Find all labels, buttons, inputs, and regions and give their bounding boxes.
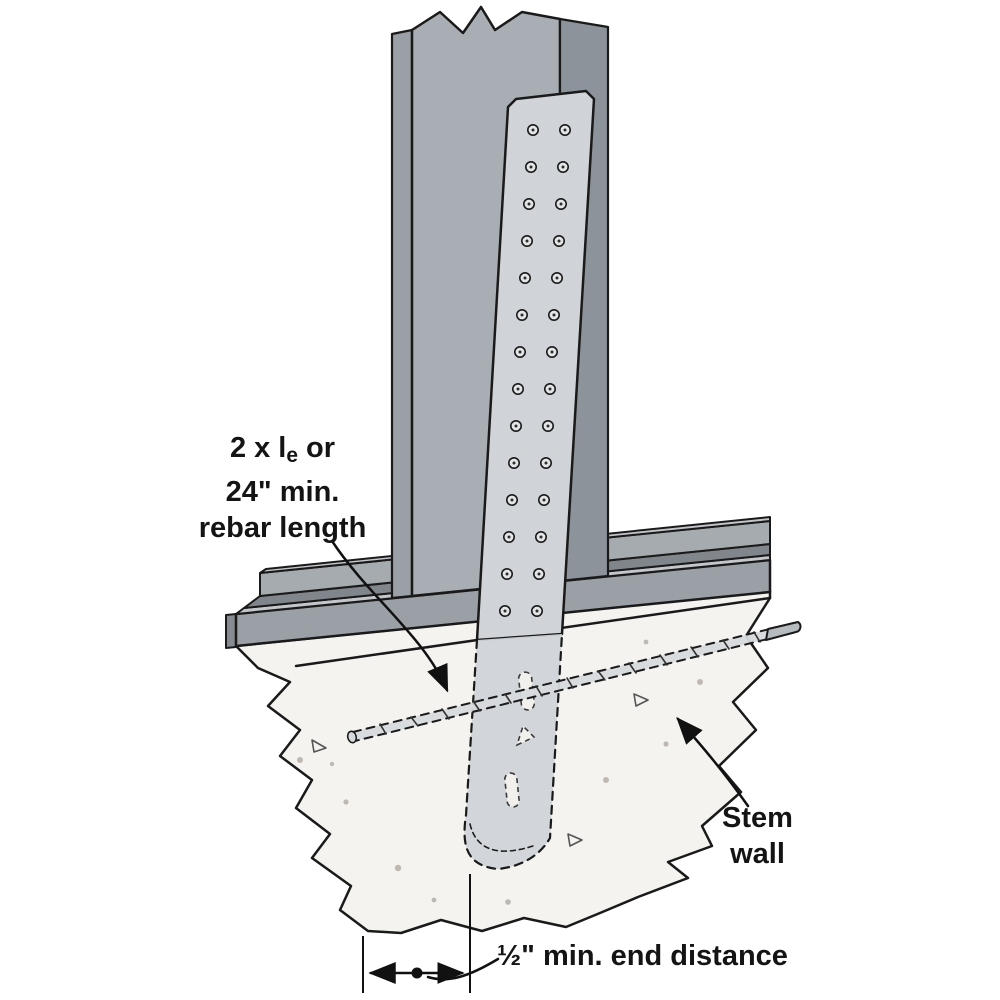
- strap-triangle-hole: [515, 724, 536, 747]
- holdown-strap: [475, 89, 596, 642]
- end-distance-label: ½" min. end distance: [497, 940, 788, 972]
- concrete-speckles: [297, 639, 703, 905]
- rebar-leader-arrow: [330, 539, 449, 693]
- embedded-strap-hidden-outline: [463, 632, 564, 871]
- annotations: [330, 539, 750, 993]
- embedded-strap: [463, 632, 564, 871]
- stem-wall-label-line2: wall: [730, 838, 785, 870]
- rebar-length-label-line3: rebar length: [198, 512, 367, 545]
- strap-fasteners: [498, 124, 571, 617]
- rebar-protruding-tip: [765, 621, 802, 641]
- stem-wall-leader-arrow: [676, 716, 750, 808]
- rebar-length-label-line2: 24" min.: [225, 476, 340, 509]
- stem-wall-label: Stem wall: [695, 800, 820, 872]
- strap-slot-hole-lower: [504, 772, 520, 808]
- rebar-left-end-cap: [346, 730, 358, 744]
- rebar-bottom-edge: [350, 631, 797, 743]
- rebar-length-label-line1: 2 x le or: [229, 432, 336, 468]
- rebar-rib-ticks: [379, 631, 761, 735]
- embedded-strap-fill: [464, 634, 562, 869]
- dimension: [362, 874, 471, 993]
- dimension-midpoint-dot: [411, 967, 423, 979]
- track-end-cap: [225, 613, 237, 649]
- end-distance-leader: [426, 957, 500, 981]
- rebar-length-label: 2 x le or 24" min. rebar length: [165, 430, 400, 546]
- rebar: [346, 621, 802, 744]
- rebar-body: [351, 622, 798, 742]
- stem-wall-label-line1: Stem: [722, 802, 793, 834]
